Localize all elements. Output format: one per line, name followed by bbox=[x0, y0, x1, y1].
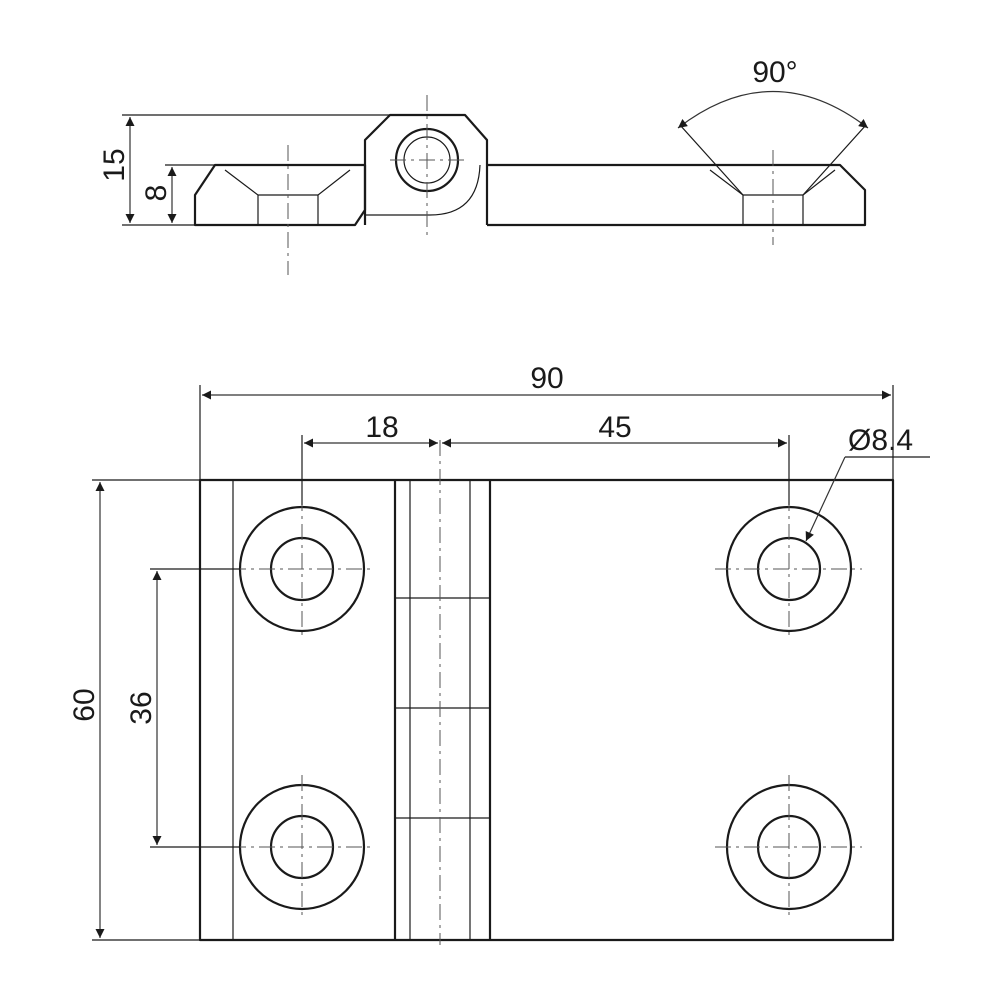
side-knuckle-inner-curve bbox=[365, 164, 481, 216]
top-outline bbox=[198, 478, 895, 942]
label-diameter: Ø8.4 bbox=[848, 424, 913, 457]
label-36: 36 bbox=[125, 691, 158, 724]
label-8: 8 bbox=[140, 185, 173, 202]
hole-top-left bbox=[230, 495, 375, 640]
label-45: 45 bbox=[598, 411, 631, 444]
side-view: 90° 15 8 bbox=[98, 56, 869, 275]
hole-bottom-left bbox=[230, 775, 375, 920]
side-right-leaf bbox=[487, 163, 867, 227]
top-view: 90 18 45 Ø8.4 60 36 bbox=[68, 362, 930, 945]
label-90: 90 bbox=[530, 362, 563, 395]
hole-top-right bbox=[715, 495, 862, 640]
side-knuckle bbox=[363, 113, 489, 225]
angle-arc bbox=[677, 91, 869, 129]
diameter-leader bbox=[805, 456, 846, 542]
label-15: 15 bbox=[98, 148, 131, 181]
angle-label: 90° bbox=[752, 56, 797, 89]
hole-bottom-right bbox=[715, 775, 862, 920]
label-60: 60 bbox=[68, 688, 101, 721]
label-18: 18 bbox=[365, 411, 398, 444]
